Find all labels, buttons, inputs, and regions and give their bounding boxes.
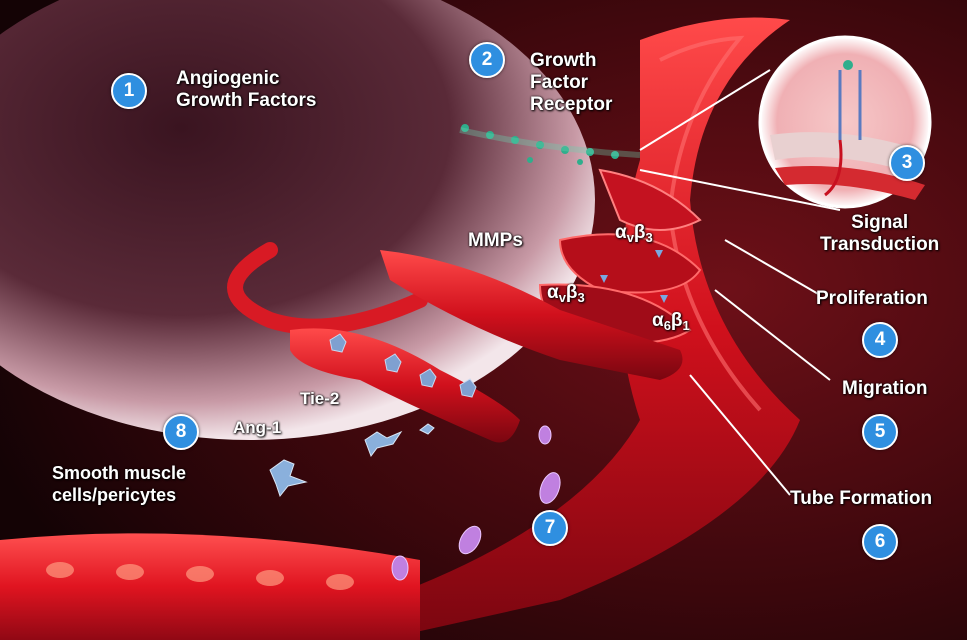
step-badge-8: 8 [163, 414, 199, 450]
signal-transduction-inset [760, 37, 930, 207]
label-migration: Migration [842, 378, 928, 400]
step-badge-3: 3 [889, 145, 925, 181]
label-smooth-muscle-cells: Smooth muscle cells/pericytes [52, 462, 186, 506]
label-tube-formation: Tube Formation [790, 488, 932, 510]
label-ang1: Ang-1 [233, 417, 281, 439]
step-badge-4: 4 [862, 322, 898, 358]
step-badge-7: 7 [532, 510, 568, 546]
label-proliferation: Proliferation [816, 288, 928, 310]
label-mmps: MMPs [468, 230, 523, 252]
label-growth-factor-receptor: Growth Factor Receptor [530, 50, 612, 116]
step-badge-5: 5 [862, 414, 898, 450]
step-badge-1: 1 [111, 73, 147, 109]
step-badge-6: 6 [862, 524, 898, 560]
label-signal-transduction: Signal Transduction [820, 212, 939, 256]
step-badge-2: 2 [469, 42, 505, 78]
label-tie2: Tie-2 [300, 388, 339, 410]
label-integrin-avb3-upper: αvβ3 [615, 222, 653, 249]
label-integrin-a6b1: α6β1 [652, 310, 690, 337]
label-angiogenic-growth-factors: Angiogenic Growth Factors [176, 68, 316, 112]
label-integrin-avb3-lower: αvβ3 [547, 282, 585, 309]
